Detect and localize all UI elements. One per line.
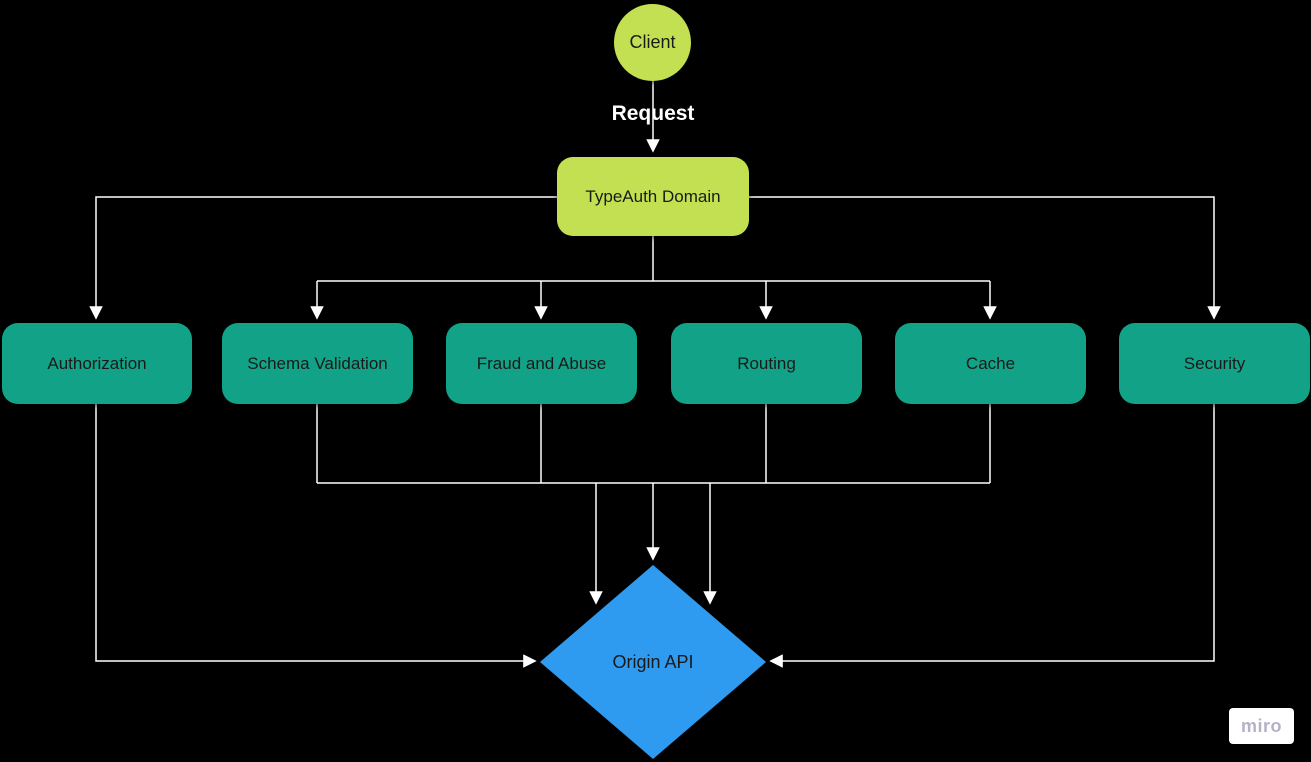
typeauth-domain-label: TypeAuth Domain bbox=[585, 186, 721, 206]
security-node[interactable]: Security bbox=[1119, 323, 1310, 404]
connector-typeauth-to-authorization bbox=[89, 196, 557, 320]
client-node-label: Client bbox=[629, 32, 676, 53]
client-node[interactable]: Client bbox=[614, 4, 691, 81]
typeauth-domain-node[interactable]: TypeAuth Domain bbox=[557, 157, 749, 236]
cache-node[interactable]: Cache bbox=[895, 323, 1086, 404]
schema-validation-label: Schema Validation bbox=[247, 353, 388, 373]
schema-validation-node[interactable]: Schema Validation bbox=[222, 323, 413, 404]
authorization-node[interactable]: Authorization bbox=[2, 323, 192, 404]
cache-label: Cache bbox=[965, 353, 1016, 373]
fraud-and-abuse-label: Fraud and Abuse bbox=[476, 353, 607, 373]
connector-security-to-origin bbox=[769, 404, 1215, 668]
miro-watermark-label: miro bbox=[1240, 715, 1282, 736]
request-edge-label: Request bbox=[611, 102, 695, 125]
miro-watermark[interactable]: miro bbox=[1229, 708, 1294, 744]
routing-node[interactable]: Routing bbox=[671, 323, 862, 404]
security-label: Security bbox=[1183, 353, 1246, 373]
routing-label: Routing bbox=[737, 353, 796, 373]
connector-typeauth-to-security bbox=[749, 196, 1221, 320]
authorization-label: Authorization bbox=[47, 353, 147, 373]
connector-authorization-to-origin bbox=[95, 404, 537, 668]
origin-api-label: Origin API bbox=[612, 651, 694, 672]
fraud-and-abuse-node[interactable]: Fraud and Abuse bbox=[446, 323, 637, 404]
